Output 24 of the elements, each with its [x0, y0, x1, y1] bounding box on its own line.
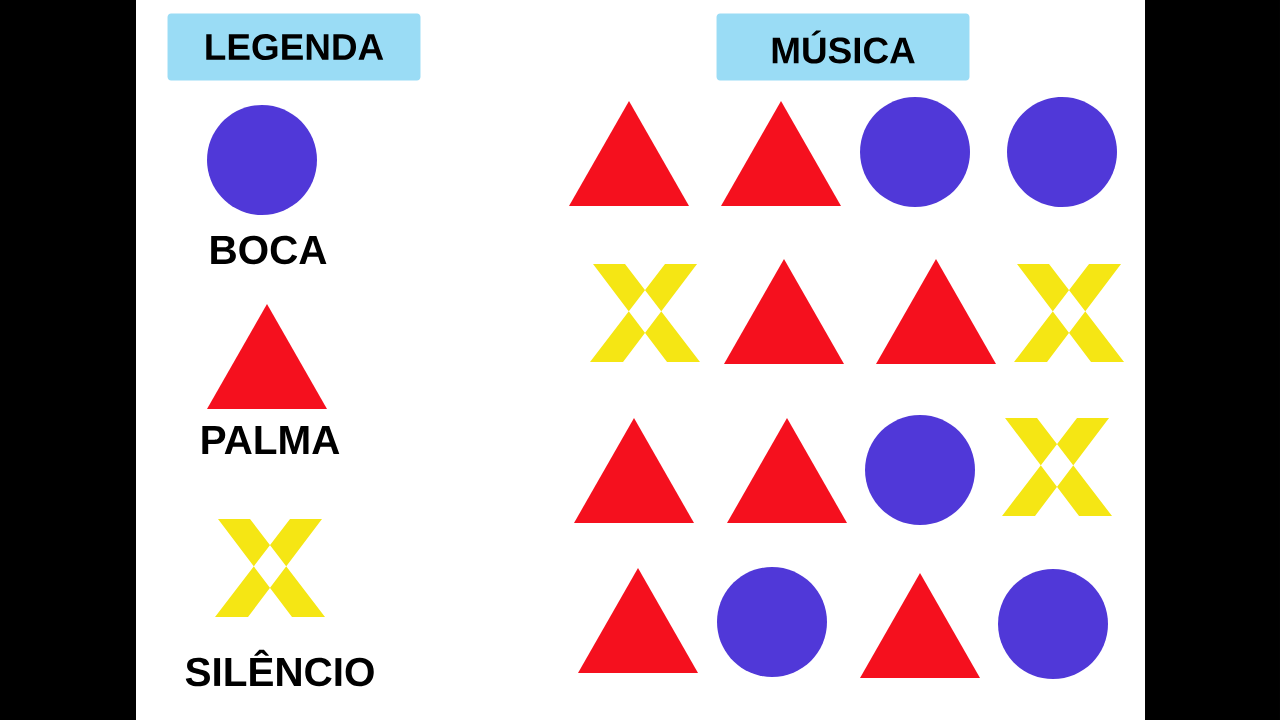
x-symbol — [590, 264, 700, 362]
triangle-symbol — [578, 568, 698, 673]
triangle-symbol — [569, 101, 689, 206]
triangle-symbol — [860, 573, 980, 678]
legend-label: SILÊNCIO — [185, 649, 374, 687]
triangle-symbol — [574, 418, 694, 523]
triangle-symbol — [876, 259, 996, 364]
triangle-symbol — [721, 101, 841, 206]
heading-box: MÚSICA — [716, 13, 970, 81]
triangle-symbol — [207, 304, 327, 409]
circle-symbol — [998, 569, 1108, 679]
triangle-symbol — [727, 418, 847, 523]
circle-symbol — [207, 105, 317, 215]
circle-symbol — [1007, 97, 1117, 207]
legend-label: PALMA — [202, 426, 340, 454]
triangle-symbol — [724, 259, 844, 364]
legend-label: BOCA — [211, 235, 327, 265]
x-symbol — [1002, 418, 1112, 516]
circle-symbol — [717, 567, 827, 677]
x-symbol — [1014, 264, 1124, 362]
circle-symbol — [860, 97, 970, 207]
x-symbol — [215, 519, 325, 617]
circle-symbol — [865, 415, 975, 525]
heading-box: LEGENDA — [167, 13, 421, 81]
